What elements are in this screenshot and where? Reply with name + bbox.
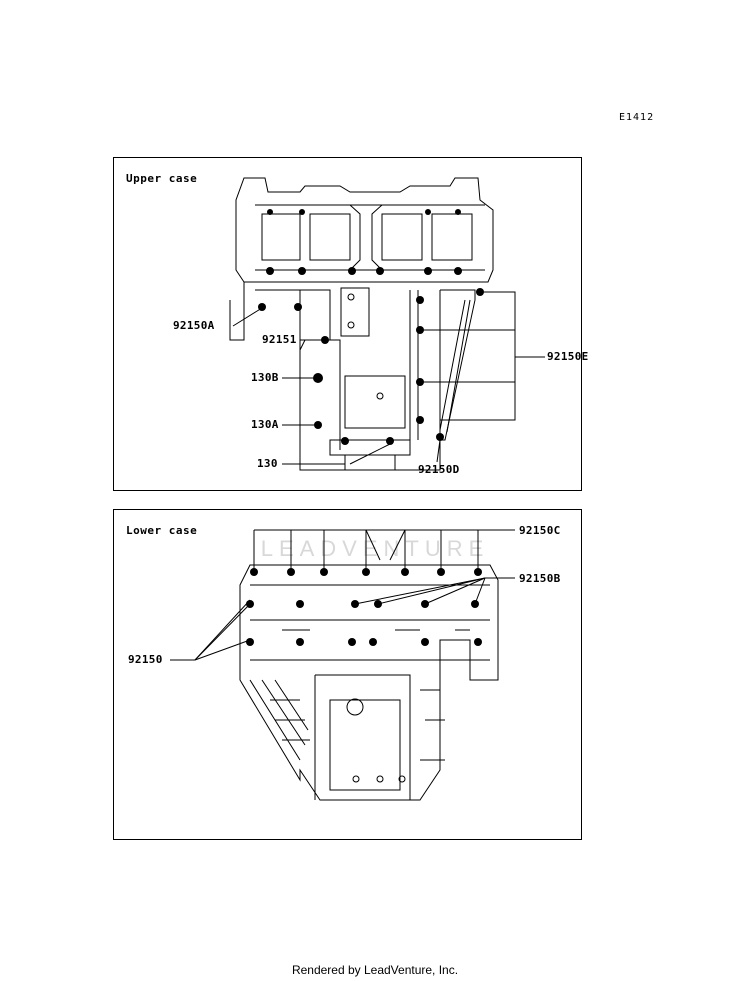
- part-label-92150B: 92150B: [519, 572, 561, 585]
- upper-case-panel: [113, 157, 582, 491]
- leadventure-watermark: LEADVENTURE: [260, 536, 490, 561]
- part-label-92150C: 92150C: [519, 524, 561, 537]
- part-label-92150D: 92150D: [418, 463, 460, 476]
- part-label-130B: 130B: [251, 371, 279, 384]
- part-label-92150E: 92150E: [547, 350, 589, 363]
- part-label-92151: 92151: [262, 333, 297, 346]
- upper-case-title: Upper case: [126, 172, 198, 185]
- lower-case-drawing: [239, 529, 515, 801]
- footer-credit: Rendered by LeadVenture, Inc.: [291, 963, 459, 977]
- part-label-92150A: 92150A: [173, 319, 215, 332]
- lower-case-title: Lower case: [126, 524, 198, 537]
- part-label-130: 130: [257, 457, 278, 470]
- part-label-92150: 92150: [128, 653, 163, 666]
- upper-case-drawing: [229, 177, 545, 471]
- part-label-130A: 130A: [251, 418, 279, 431]
- bolt-holes: [246, 209, 484, 646]
- diagram-code: E1412: [619, 112, 655, 123]
